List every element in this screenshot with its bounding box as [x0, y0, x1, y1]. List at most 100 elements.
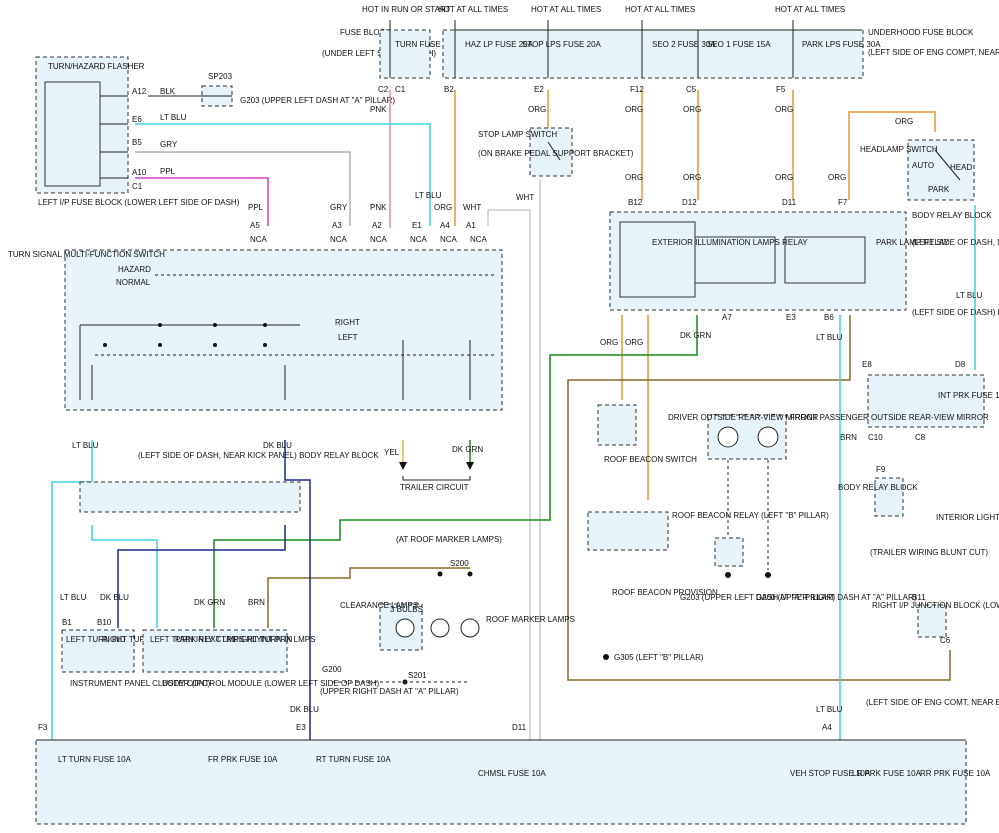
small-body-relay: BODY RELAY BLOCK (TRAILER WIRING BLUNT C… [838, 465, 988, 557]
seo1-fuse: SEO 1 FUSE 15A [707, 40, 771, 49]
interior-lights-label: INTERIOR LIGHTS SYSTEM [936, 513, 999, 522]
park-lamp-relay: PARK LAMP RELAY [876, 238, 950, 247]
ipc: B1 B10 LEFT TURN IND RIGHT TURN IND INST… [61, 618, 211, 688]
hot-labels: HOT IN RUN OR START HOT AT ALL TIMES HOT… [362, 5, 845, 14]
hazard-label: HAZARD [118, 265, 151, 274]
label-ltblu-headlamp: LT BLU [956, 291, 983, 300]
nca-a5: NCA [250, 235, 268, 244]
label-brn: BRN [840, 433, 857, 442]
s200-label: S200 [450, 559, 469, 568]
conn-d11: D12 [682, 198, 697, 207]
conn-b11: B11 [912, 593, 926, 602]
body-relay-block-top: EXTERIOR ILLUMINATION LAMPS RELAY PARK L… [609, 211, 999, 322]
hot-at-all-times-seo: HOT AT ALL TIMES [625, 5, 695, 14]
int-prk-block-name: (LEFT SIDE OF DASH) LEFT I/P FUSE BLOCK [912, 308, 999, 317]
label-org-park2: ORG [775, 173, 793, 182]
hot-at-all-times-haz: HOT AT ALL TIMES [438, 5, 508, 14]
uh-pin-d11: D11 [512, 723, 527, 732]
conn-c8: C8 [915, 433, 926, 442]
roof-beacon-relay: ROOF BEACON RELAY (LEFT "B" PILLAR) [672, 511, 829, 520]
conn-c5: F12 [630, 85, 644, 94]
wire-ltblu-c5 [91, 525, 158, 628]
nca-e1: NCA [410, 235, 428, 244]
seo2-fuse: SEO 2 FUSE 30A [652, 40, 716, 49]
sp203-label: SP203 [208, 72, 233, 81]
wire-ltblu-left [51, 440, 93, 740]
ipc-right-turn: RIGHT TURN IND [102, 635, 167, 644]
bcm-park-rly: PARK RLY CTRL [175, 635, 237, 644]
hot-in-run-label: HOT IN RUN OR START [362, 5, 451, 14]
wires: PNK PNK LT BLU LT BLU GRY GRY PPL PPL OR… [51, 90, 983, 740]
conn-f12: E2 [534, 85, 544, 94]
conn-d12: B12 [628, 198, 643, 207]
label-ppl: PPL [160, 167, 176, 176]
turn-signal-switch: TURN SIGNAL MULTI-FUNCTION SWITCH HAZARD… [8, 249, 503, 411]
flasher-block: LEFT I/P FUSE BLOCK (LOWER LEFT SIDE OF … [38, 198, 240, 207]
hot-at-all-times-stop: HOT AT ALL TIMES [531, 5, 601, 14]
nca-a3: NCA [330, 235, 348, 244]
bcm-left-turn: LEFT TURN IN [150, 635, 204, 644]
pin-b5: B5 [132, 138, 142, 147]
label-org-roof: ORG [600, 338, 618, 347]
mirrors: DRIVER OUTSIDE REAR-VIEW MIRROR FRONT PA… [668, 413, 989, 602]
ipc-pin-b1: B1 [62, 618, 72, 627]
label-org-seo1b: ORG [683, 173, 701, 182]
underhood-name: UNDERHOOD FUSE BLOCK [868, 28, 974, 37]
g203-top: G203 (UPPER LEFT DASH AT "A" PILLAR) [240, 96, 395, 105]
ipc-left-turn: LEFT TURN IND [66, 635, 126, 644]
label-ltblu-a7: LT BLU [72, 441, 99, 450]
conn-e3: A7 [722, 313, 732, 322]
conn-c10: C10 [868, 433, 883, 442]
label-wht-a1: WHT [463, 203, 481, 212]
uh-fuse-fr-prk: FR PRK FUSE 10A [208, 755, 278, 764]
int-prk-fuse-label: INT PRK FUSE 10A [938, 391, 999, 400]
uh-fuse-rr-prk: RR PRK FUSE 10A [920, 769, 991, 778]
headlamp-head: HEAD [950, 163, 972, 172]
underhood-bottom-label: (LEFT SIDE OF ENG COMT, NEAR BATTERY) UN… [866, 698, 999, 707]
wire-ltblu-e6 [135, 123, 431, 226]
label-org-seo2: ORG [625, 105, 643, 114]
body-relay-small-label: BODY RELAY BLOCK [838, 483, 918, 492]
conn-d8: D8 [955, 360, 966, 369]
turn-fuse-label: TURN FUSE 20A [395, 40, 458, 49]
uh-pin-f3: F3 [38, 723, 48, 732]
wire-brn-bcm [267, 567, 470, 628]
wire-dkblu [284, 440, 311, 740]
g203-mirror-label: G203 (UPPER LEFT DASH AT "A" PILLAR) [680, 593, 835, 602]
label-ltblu-f8: LT BLU [816, 333, 843, 342]
underhood-location: (LEFT SIDE OF ENG COMPT, NEAR BATTERY) [868, 48, 999, 57]
ipc-pin-b10: B10 [97, 618, 112, 627]
g305-label: G305 (LEFT "B" PILLAR) [614, 653, 704, 662]
g200-mirror-label: G200 (UPPER RIGHT DASH AT "A" PILLAR) [756, 593, 917, 602]
pin-c1: C1 [132, 182, 143, 191]
label-org-park: ORG [775, 105, 793, 114]
conn-a1: A1 [466, 221, 476, 230]
conn-b6-body: E3 [786, 313, 796, 322]
uh-fuse-lt-turn: LT TURN FUSE 10A [58, 755, 132, 764]
g200-clear-loc: (UPPER RIGHT DASH AT "A" PILLAR) [320, 687, 459, 696]
wire-wht-a1 [487, 209, 531, 740]
clearance-label: CLEARANCE LAMPS [340, 601, 418, 610]
label-pnk: PNK [370, 105, 387, 114]
label-wht: WHT [516, 193, 534, 202]
conn-a3: A3 [332, 221, 342, 230]
s201-label: S201 [408, 671, 427, 680]
label-ltblu-e6: LT BLU [160, 113, 187, 122]
label-ppl2: PPL [248, 203, 264, 212]
turn-signal-name: TURN SIGNAL MULTI-FUNCTION SWITCH [8, 250, 165, 259]
sp203-splice: SP203 G203 (UPPER LEFT DASH AT "A" PILLA… [148, 72, 395, 107]
ext-illum-relay: EXTERIOR ILLUMINATION LAMPS RELAY [652, 238, 808, 247]
bcm: LEFT TURN IN PARK RLY CTRL EXT LMPS RLY … [142, 629, 380, 688]
label-dkgrn: DK GRN [680, 331, 711, 340]
at-roof-label: (AT ROOF MARKER LAMPS) [396, 535, 502, 544]
label-pnk2: PNK [370, 203, 387, 212]
pin-a12: A12 [132, 87, 147, 96]
haz-lp-fuse: HAZ LP FUSE 20A [465, 40, 534, 49]
stop-lps-fuse: STOP LPS FUSE 20A [522, 40, 602, 49]
normal-label: NORMAL [116, 278, 151, 287]
label-dkblu-ipc: DK BLU [100, 593, 129, 602]
conn-a7-body: F7 [838, 198, 848, 207]
ipc-name: INSTRUMENT PANEL CLUSTER (IPC) [70, 679, 211, 688]
label-dkblu-e3: DK BLU [290, 705, 319, 714]
conn-a5: A5 [250, 221, 260, 230]
